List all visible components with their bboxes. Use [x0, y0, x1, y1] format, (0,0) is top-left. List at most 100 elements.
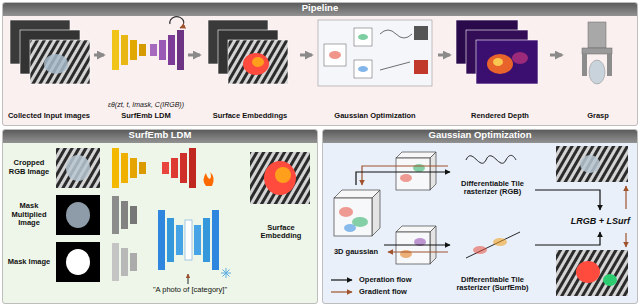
node-label: Collected Input images — [8, 112, 90, 121]
unet-bar — [176, 225, 183, 255]
unet-bar — [194, 225, 201, 255]
stage-arrow — [550, 54, 562, 57]
node-label: Rendered Depth — [471, 112, 529, 121]
panel-heading: Pipeline — [3, 3, 637, 16]
frozen-snowflake — [221, 268, 231, 278]
loop-arrow — [170, 17, 184, 28]
encoder-bar — [121, 35, 128, 65]
legend-text: Operation flow — [359, 276, 412, 285]
encoder-bar — [139, 162, 146, 174]
image-box: Cropped RGB Image — [6, 146, 104, 190]
panel-ground — [2, 2, 638, 126]
legend-arrow — [331, 279, 352, 280]
transparent-object — [66, 202, 90, 228]
gradient-arrow — [362, 166, 448, 185]
legend-row: Operation flow — [330, 274, 412, 286]
mini-render — [414, 60, 428, 74]
cube-front — [396, 232, 430, 264]
unet-bar — [203, 218, 210, 262]
embedding-blob — [264, 161, 296, 195]
gaussian-blob — [344, 224, 356, 232]
stage-box: εθ(zt, t, Imask, C(IRGB))SurfEmb LDM — [104, 18, 188, 124]
connector-group — [94, 55, 600, 245]
rendered-rgb — [556, 146, 628, 182]
node-label: Cropped RGB Image — [6, 159, 52, 176]
latent-bar — [185, 220, 192, 260]
encoder-bar — [139, 44, 146, 56]
gripper-body — [588, 22, 606, 48]
gaussian-blob — [413, 164, 425, 172]
stage-box: Surface Embeddings — [200, 18, 300, 124]
depth-blob — [487, 54, 513, 74]
mini-cube — [354, 28, 372, 46]
gripper-palm — [582, 48, 612, 54]
node-label: Differentiable Tile rasterizer (RGB) — [452, 180, 533, 197]
operation-arrow — [384, 244, 450, 245]
node-label: Mask Image — [6, 258, 52, 267]
prompt-text: "A photo of [category]" — [130, 286, 250, 295]
node-label: Surface Embedding — [248, 224, 314, 241]
stage-arrow — [188, 54, 200, 57]
decoder-bar — [189, 148, 196, 188]
panel-ground — [2, 129, 318, 304]
gaussian-blob — [493, 238, 507, 246]
embedding-blob — [603, 274, 617, 286]
stage-arrow — [300, 54, 312, 57]
embedding-blob — [243, 53, 269, 75]
decoder-bar — [177, 30, 184, 70]
embedding-blob — [576, 261, 600, 283]
node-label: 3D gaussian — [334, 248, 378, 257]
cube-side — [372, 190, 380, 236]
cube-front — [396, 158, 430, 190]
stage-box: Differentiable Tile rasterizer (RGB) — [450, 148, 535, 200]
unet-bar — [167, 218, 174, 262]
cube-top — [396, 226, 436, 232]
gaussian-blob — [473, 246, 487, 254]
transparent-object — [44, 54, 68, 74]
gaussian-blob — [358, 66, 368, 72]
panel-heading: SurfEmb LDM — [3, 130, 317, 143]
encoder-bar — [112, 196, 119, 234]
depth-blob — [493, 58, 503, 66]
panel-box: PipelineCollected Input images εθ(zt, t, … — [2, 2, 638, 126]
gaussian-blob — [400, 174, 412, 182]
depth-blob — [512, 52, 528, 64]
encoder-bar — [130, 206, 137, 224]
photo — [30, 40, 90, 84]
stage-box: 3D gaussian — [328, 185, 384, 260]
node-label: Surface Embeddings — [213, 112, 288, 121]
embedding-image — [250, 152, 310, 204]
image-box: Mask Image — [6, 240, 104, 284]
stage-box: Rendered Depth — [450, 18, 550, 124]
node-label: Grasp — [587, 112, 609, 121]
legend-sample — [330, 276, 356, 284]
gradient-arrow — [388, 251, 448, 252]
stage-box: Gaussian Optimization — [312, 18, 438, 124]
embedding-blob — [252, 57, 264, 67]
gripper-finger — [607, 54, 612, 76]
mask-image — [56, 242, 100, 282]
operation-arrow — [535, 232, 600, 245]
decoder-bar — [150, 44, 157, 56]
panel-box: SurfEmb LDM Cropped RGB ImageMask Multipl… — [2, 129, 318, 304]
legend: Operation flowGradient flow — [330, 274, 412, 298]
trainable-flame — [204, 172, 214, 186]
encoder-bar — [112, 30, 119, 70]
node-label: Differentiable Tile rasterizer (SurfEmb) — [452, 276, 533, 293]
encoder-bar — [112, 243, 119, 281]
gradient-arrow — [625, 233, 626, 247]
decoder-bar — [171, 158, 178, 178]
image-box: Mask Multiplied Image — [6, 193, 104, 237]
panel-heading: Gaussian Optimization — [323, 130, 637, 143]
thumbnail — [318, 20, 432, 86]
node-label: SurfEmb LDM — [121, 112, 171, 121]
embedding-blob — [275, 167, 291, 183]
cube-front — [334, 198, 372, 236]
decoder-bar — [162, 162, 169, 174]
rgb-crop — [56, 148, 100, 188]
node-label: LRGB + LSurf — [571, 216, 630, 226]
mini-cube — [324, 44, 346, 66]
